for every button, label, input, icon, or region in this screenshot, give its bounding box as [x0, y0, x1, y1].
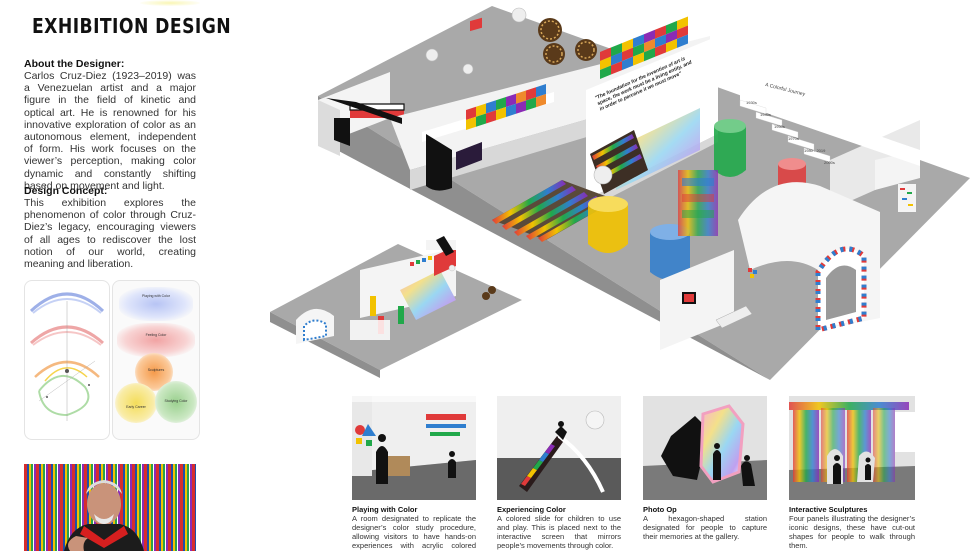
label-studying-color: Studying Color: [164, 399, 188, 403]
timeline-year-3: 1950s: [774, 124, 785, 129]
label-early-career: Early Career: [126, 405, 146, 409]
drum-3: [543, 43, 565, 65]
sphere-2: [425, 48, 439, 62]
sphere-3: [462, 63, 474, 75]
timeline-diagram-panel: [24, 280, 110, 440]
label-playing-with-color: Playing with Color: [141, 294, 170, 298]
experiencing-color-image: [497, 396, 621, 500]
page-title: EXHIBITION DESIGN: [32, 14, 232, 38]
timeline-arcs: [29, 292, 105, 421]
timeline-year-6: 2000s: [824, 160, 835, 165]
concept-diagram: Playing with Color Feeling Color Sculptu…: [24, 280, 200, 440]
color-stand: [898, 184, 916, 212]
category-diagram-panel: Playing with Color Feeling Color Sculptu…: [112, 280, 200, 440]
white-arch: [738, 182, 880, 334]
playing-with-color-body: A room designated to replicate the desig…: [352, 514, 476, 551]
photo-op-title: Photo Op: [643, 505, 677, 514]
sphere-1: [511, 7, 527, 23]
timeline-year-1: 1930s: [746, 100, 757, 105]
exhibition-isometric-plan: [270, 6, 970, 380]
experiencing-color-body: A colored slide for children to use and …: [497, 514, 621, 550]
photo-op-body: A hexagon-shaped station designated for …: [643, 514, 767, 541]
drum-2: [575, 39, 597, 61]
top-color-grid: [600, 16, 688, 79]
designer-figure: [64, 480, 144, 551]
timeline-year-2: 1940s: [760, 112, 771, 117]
mini-plan: [270, 236, 522, 378]
feeling-color-blob: [117, 323, 195, 357]
photo-wall: [660, 250, 734, 350]
playing-color-blob: [119, 287, 193, 321]
display-table: [715, 305, 753, 329]
timeline-stairs: [739, 88, 920, 166]
studying-color-blob: [155, 381, 197, 423]
timeline-year-5: 1980 - 2019: [804, 148, 826, 153]
sculpture-panels: [678, 170, 718, 236]
early-career-blob: [115, 383, 157, 423]
timeline-year-4: 1970s: [788, 136, 799, 141]
playing-with-color-title: Playing with Color: [352, 505, 418, 514]
playing-with-color-image: [352, 396, 476, 500]
label-sculptures: Sculptures: [147, 368, 165, 372]
about-body: Carlos Cruz-Diez (1923–2019) was a Venez…: [24, 70, 196, 192]
black-curve-wall: [426, 134, 452, 191]
concept-heading: Design Concept:: [24, 185, 108, 197]
interactive-sculptures-body: Four panels illustrating the designer’s …: [789, 514, 915, 550]
dark-artwork: [456, 142, 482, 170]
color-slide: [492, 130, 648, 242]
concept-body: This exhibition explores the phenomenon …: [24, 197, 196, 271]
label-feeling-color: Feeling Color: [145, 333, 167, 337]
sphere-4: [593, 165, 613, 185]
about-heading: About the Designer:: [24, 58, 125, 70]
yellow-cylinder: [588, 196, 628, 253]
green-cylinder: [714, 119, 746, 177]
color-tiles-strip: [470, 17, 482, 32]
decorative-glow: [140, 0, 200, 6]
interactive-sculptures-image: [789, 396, 915, 500]
designer-portrait: [24, 464, 196, 551]
experiencing-color-title: Experiencing Color: [497, 505, 566, 514]
interactive-sculptures-title: Interactive Sculptures: [789, 505, 868, 514]
photo-op-image: [643, 396, 767, 500]
